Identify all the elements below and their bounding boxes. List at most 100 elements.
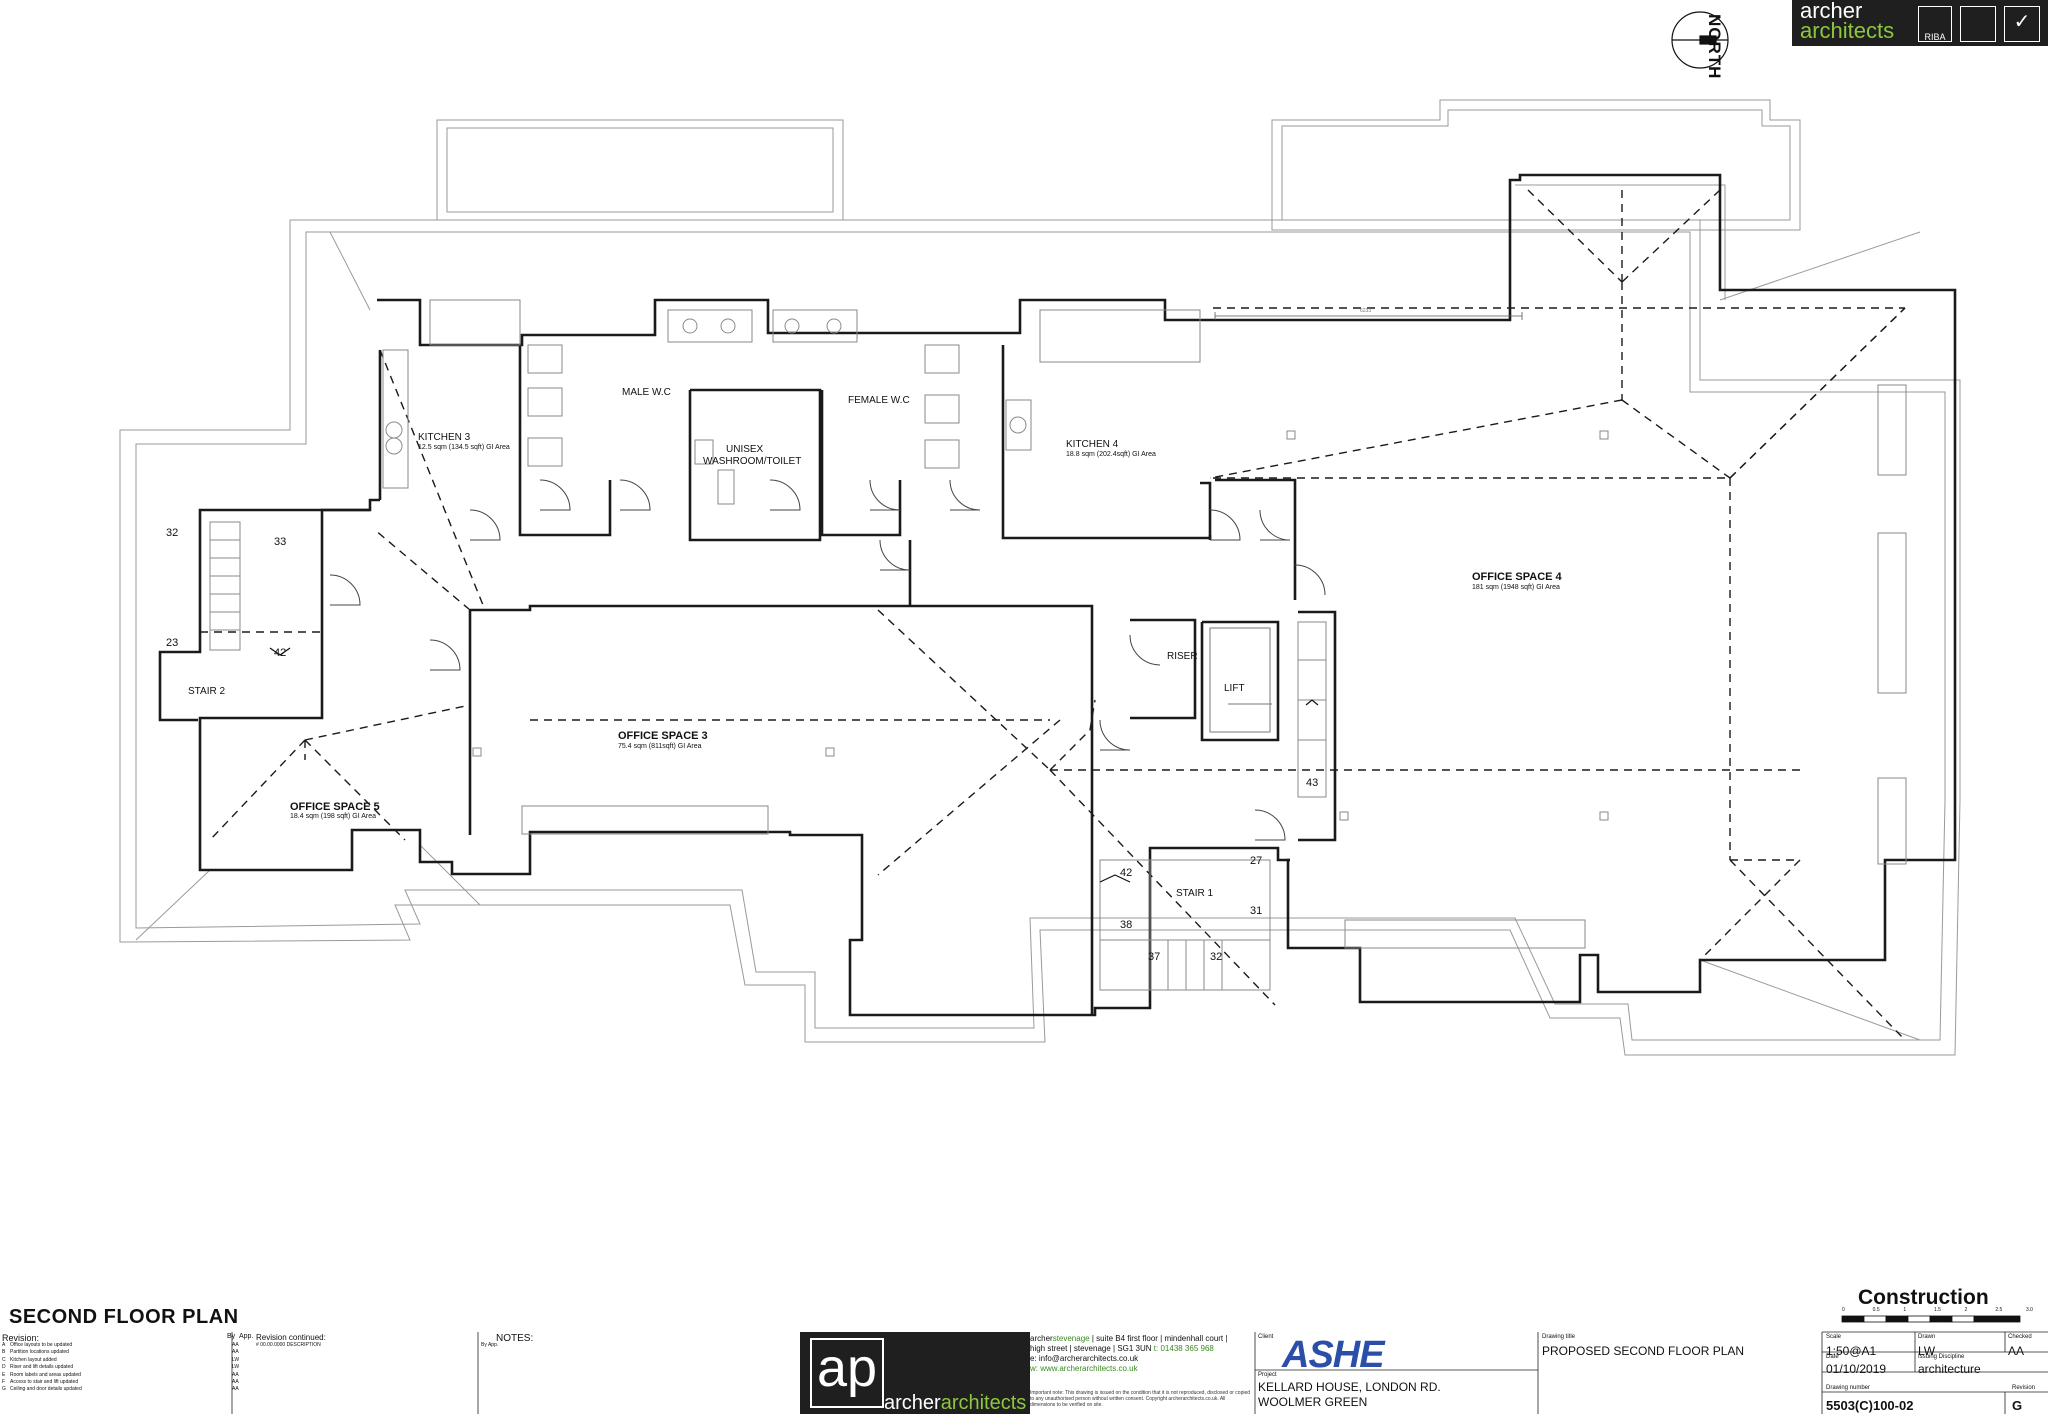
female-wc-pans bbox=[924, 344, 960, 374]
door-swing bbox=[1099, 719, 1131, 751]
step-number: 32 bbox=[166, 527, 178, 539]
rooflight-office3 bbox=[521, 805, 769, 835]
room-label-riser: RISER bbox=[1167, 651, 1198, 662]
revision-desc: Ceiling and door details updated bbox=[10, 1386, 82, 1393]
notes-by-app: By App. bbox=[481, 1342, 498, 1348]
ap-word-2: architects bbox=[940, 1392, 1027, 1414]
revision-by: AA bbox=[232, 1342, 239, 1348]
room-label-office5: OFFICE SPACE 5 bbox=[290, 801, 380, 813]
revision-id: E bbox=[2, 1371, 6, 1378]
male-basins bbox=[667, 309, 753, 343]
revision-id: A bbox=[2, 1342, 6, 1348]
door-swing bbox=[1254, 809, 1286, 841]
revision-continued-row: # 00.00.0000 DESCRIPTION bbox=[256, 1342, 321, 1348]
wall-south bbox=[198, 498, 1290, 1017]
office-address: archerstevenage | suite B4 first floor |… bbox=[1030, 1334, 1252, 1374]
rooflight-east3 bbox=[1877, 777, 1907, 865]
wall-stairs-core bbox=[1298, 610, 1337, 842]
address-line-2: high street | stevenage | SG1 3UN t: 014… bbox=[1030, 1344, 1252, 1354]
rooflight-east1 bbox=[1877, 384, 1907, 476]
door-swing bbox=[1294, 564, 1326, 596]
wall-office3-top bbox=[470, 604, 1094, 1015]
project-line-1: KELLARD HOUSE, LONDON RD. bbox=[1258, 1380, 1441, 1394]
gable-top bbox=[1515, 184, 1726, 300]
room-label-male-wc: MALE W.C bbox=[622, 387, 671, 398]
revision-desc: Partition locations updated bbox=[10, 1349, 69, 1356]
step-number: 23 bbox=[166, 637, 178, 649]
scale-tick-label: 2 bbox=[1964, 1307, 1968, 1313]
revision-header: Revision: By App. bbox=[2, 1333, 253, 1343]
door-swing bbox=[1259, 509, 1291, 541]
ap-word-1: archer bbox=[884, 1392, 941, 1414]
revision-continued-header: Revision continued: bbox=[256, 1333, 326, 1342]
scale-label: Scale bbox=[1826, 1334, 1842, 1340]
wall-unisex bbox=[688, 388, 822, 542]
male-wc-pans bbox=[527, 344, 563, 374]
kitchen4-counter bbox=[1005, 399, 1032, 451]
address-town: high street | stevenage | SG1 3UN bbox=[1030, 1344, 1152, 1353]
notes-by: By bbox=[481, 1342, 487, 1348]
ap-logo: ap archerarchitects bbox=[800, 1332, 1030, 1414]
room-label-kitchen4: KITCHEN 4 bbox=[1066, 439, 1119, 450]
status-label: Construction bbox=[1858, 1286, 1989, 1309]
scale-tick-label: 1 bbox=[1903, 1307, 1907, 1313]
ap-monogram: ap bbox=[810, 1338, 884, 1408]
door-swing bbox=[429, 639, 461, 671]
scale-tick-label: 0 bbox=[1842, 1307, 1845, 1313]
scale-bar bbox=[1841, 1315, 2021, 1323]
stair2-arrow bbox=[269, 647, 291, 656]
revision-by: AA bbox=[232, 1371, 239, 1378]
revision-desc: Kitchen layout added bbox=[10, 1356, 57, 1363]
scale-tick-label: 0.5 bbox=[1872, 1307, 1880, 1313]
project-line-2: WOOLMER GREEN bbox=[1258, 1395, 1368, 1409]
revision-by: LW bbox=[232, 1356, 240, 1363]
top-terrace-right-inner bbox=[1281, 109, 1791, 221]
room-area-kitchen4: 18.8 sqm (202.4sqft) GI Area bbox=[1066, 451, 1156, 458]
step-number: 38 bbox=[1120, 919, 1132, 931]
address-line-1: archerstevenage | suite B4 first floor |… bbox=[1030, 1334, 1252, 1344]
roof-outline bbox=[119, 219, 1961, 1056]
wall-lift bbox=[1200, 481, 1212, 540]
wall-wc-block bbox=[518, 345, 612, 537]
notes-app: App. bbox=[487, 1342, 499, 1348]
step-number: 33 bbox=[274, 536, 286, 548]
drawing-title: SECOND FLOOR PLAN bbox=[9, 1306, 239, 1328]
room-area-office3: 75.4 sqm (811sqft) GI Area bbox=[618, 743, 702, 750]
checked-value: AA bbox=[2008, 1344, 2025, 1358]
skylight-sq6 bbox=[1339, 811, 1349, 821]
issuing-value: architecture bbox=[1918, 1362, 1981, 1376]
address-office: stevenage bbox=[1052, 1334, 1090, 1343]
revision-desc: Room labels and areas updated bbox=[10, 1371, 81, 1378]
address-web: w: www.archerarchitects.co.uk bbox=[1030, 1364, 1138, 1373]
drawing-title-value: PROPOSED SECOND FLOOR PLAN bbox=[1542, 1344, 1745, 1358]
room-label-office4: OFFICE SPACE 4 bbox=[1472, 571, 1563, 583]
revision-header-label: Revision: bbox=[2, 1333, 40, 1343]
door-swing bbox=[619, 479, 651, 511]
drawing-number-label: Drawing number bbox=[1826, 1385, 1871, 1391]
wall-female bbox=[820, 390, 902, 537]
riba-badge: RIBA bbox=[1918, 6, 1952, 42]
revision-desc: Riser and lift details updated bbox=[10, 1364, 74, 1371]
north-arrow bbox=[1671, 11, 1729, 69]
wall-office4-west bbox=[1215, 478, 1297, 600]
kitchen4-units bbox=[1039, 309, 1201, 363]
date-value: 01/10/2019 bbox=[1826, 1362, 1887, 1376]
top-terrace-left bbox=[436, 119, 844, 221]
door-swing bbox=[329, 574, 361, 606]
scale-tick-label: 3.0 bbox=[2026, 1307, 2033, 1313]
date-label: Date bbox=[1826, 1354, 1839, 1360]
revision-by: AA bbox=[232, 1379, 239, 1386]
revision-by: AA bbox=[232, 1349, 239, 1356]
door-swing bbox=[1209, 509, 1241, 541]
check-badge-icon: ✓ bbox=[2004, 6, 2040, 42]
room-label-unisex: UNISEX bbox=[726, 444, 764, 455]
room-label-lift: LIFT bbox=[1224, 683, 1245, 694]
room-area-office4: 181 sqm (1948 sqft) GI Area bbox=[1472, 584, 1560, 591]
skylight-sq5 bbox=[1599, 811, 1609, 821]
stair2-flight bbox=[209, 521, 241, 651]
